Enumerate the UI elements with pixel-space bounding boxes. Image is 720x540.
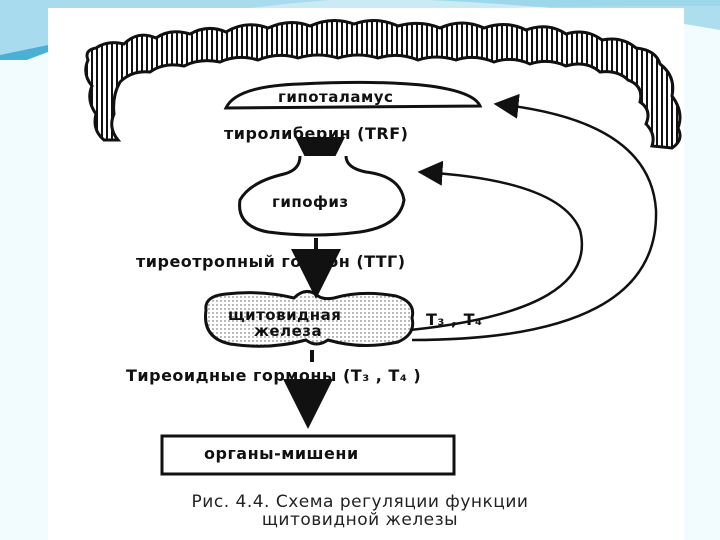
hypothalamus-label: гипоталамус	[278, 88, 394, 106]
feedback-arrow-to-pituitary	[409, 160, 583, 332]
pituitary-shape	[238, 155, 406, 237]
thyroid-label-line1: щитовидная	[228, 306, 342, 324]
target-organs-box	[160, 434, 456, 476]
trf-label: тиролиберин (TRF)	[224, 124, 409, 143]
figure-caption-line1: Рис. 4.4. Схема регуляции функции	[191, 492, 529, 512]
pituitary-label: гипофиз	[272, 193, 349, 211]
feedback-arrow-to-hypothalamus	[411, 93, 658, 342]
thyroid-hormones-label: Тиреоидные гормоны (Т₃ , Т₄ )	[126, 366, 422, 385]
figure-caption-line2: щитовидной железы	[261, 510, 459, 530]
target-organs-label: органы-мишени	[204, 444, 359, 463]
thyroid-label-line2: железа	[254, 322, 323, 340]
brain-cortex	[84, 19, 682, 150]
hypothalamus-shape	[223, 80, 483, 110]
thyroid-shape	[204, 290, 415, 348]
feedback-hormones-label: Т₃ , Т₄	[426, 310, 483, 329]
tsh-label: тиреотропный гормон (ТТГ)	[136, 252, 406, 271]
